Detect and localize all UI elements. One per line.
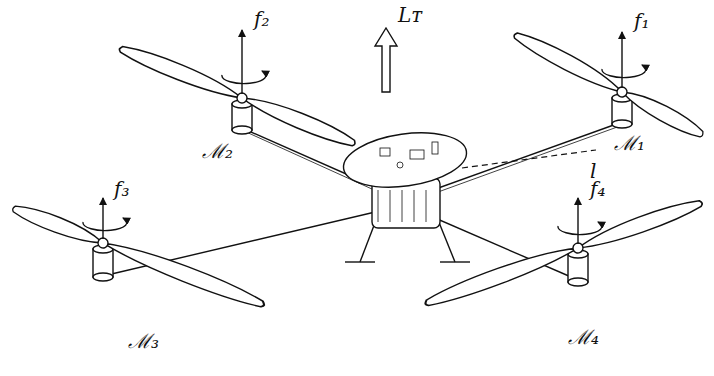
force-label: f₂	[252, 8, 271, 30]
rotation-arrows	[83, 65, 646, 235]
thrust-arrows	[103, 30, 622, 244]
force-label: f₄	[588, 178, 607, 200]
force-label: f₃	[112, 178, 131, 200]
force-label: f₁	[632, 10, 651, 32]
propellers	[10, 28, 706, 312]
central-body	[340, 126, 470, 262]
motor-label: ℳ₂	[200, 140, 235, 162]
arm-length-line	[462, 150, 596, 168]
motor-label: ℳ₃	[126, 330, 161, 352]
force-label: Lᴛ	[396, 4, 424, 26]
motor-label: ℳ₄	[566, 326, 601, 348]
motor-label: ℳ₁	[612, 132, 647, 154]
lift-arrow	[375, 28, 397, 92]
